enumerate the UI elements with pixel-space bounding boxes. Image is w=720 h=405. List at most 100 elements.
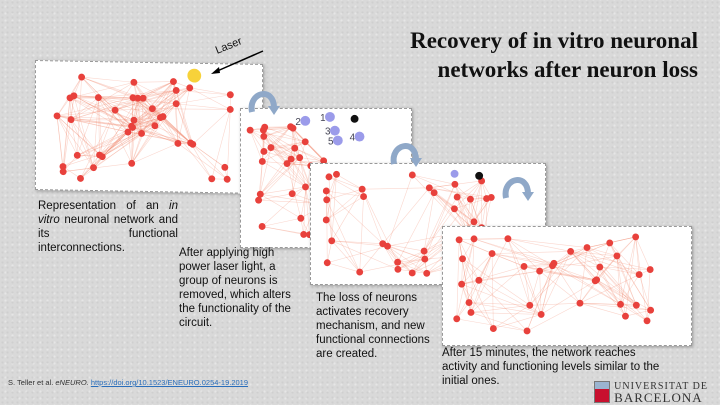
connection bbox=[260, 157, 300, 195]
connection bbox=[473, 180, 482, 222]
connection bbox=[397, 250, 425, 270]
connection bbox=[461, 258, 463, 285]
neuron bbox=[465, 299, 473, 306]
connection bbox=[77, 97, 99, 156]
connection bbox=[570, 251, 600, 268]
connection bbox=[397, 250, 425, 263]
connection bbox=[133, 81, 174, 83]
connection bbox=[131, 133, 142, 164]
connection bbox=[523, 266, 542, 315]
connection bbox=[131, 103, 177, 164]
connection bbox=[133, 103, 177, 121]
connection bbox=[570, 251, 596, 282]
connection bbox=[98, 97, 156, 126]
connection bbox=[454, 184, 471, 200]
neuron bbox=[643, 317, 651, 325]
connection bbox=[142, 81, 174, 99]
connection bbox=[361, 189, 398, 263]
connection bbox=[152, 108, 231, 110]
connection bbox=[270, 141, 306, 148]
connection bbox=[270, 147, 288, 164]
connection bbox=[56, 115, 64, 167]
connection bbox=[635, 236, 648, 321]
caption-initial: Representation of an in vitro neuronal n… bbox=[38, 199, 178, 255]
neuron bbox=[159, 113, 167, 121]
marker-dot bbox=[475, 171, 484, 180]
neuron bbox=[59, 163, 67, 170]
connection bbox=[461, 270, 540, 285]
connection bbox=[263, 151, 306, 188]
connection bbox=[461, 253, 493, 285]
connection bbox=[625, 309, 651, 317]
connection bbox=[387, 245, 425, 260]
removed-neuron bbox=[332, 135, 343, 146]
connection bbox=[429, 187, 487, 199]
connection bbox=[616, 255, 637, 306]
connection bbox=[456, 253, 493, 319]
connection bbox=[70, 119, 94, 168]
connection bbox=[76, 77, 82, 156]
connection bbox=[132, 125, 155, 128]
connection bbox=[291, 141, 306, 194]
connection bbox=[270, 147, 295, 149]
neuron bbox=[169, 78, 177, 86]
connection bbox=[305, 186, 310, 235]
connection bbox=[596, 279, 637, 306]
neuron bbox=[360, 193, 368, 200]
connection bbox=[387, 174, 413, 247]
connection bbox=[459, 238, 508, 241]
connection bbox=[470, 253, 493, 313]
connection bbox=[331, 240, 399, 270]
connection bbox=[586, 247, 618, 257]
connection bbox=[141, 98, 144, 134]
connection bbox=[570, 236, 636, 252]
connection bbox=[131, 125, 156, 164]
connection bbox=[260, 161, 263, 195]
neuron bbox=[322, 187, 330, 195]
connection bbox=[81, 76, 134, 99]
connection bbox=[132, 81, 174, 99]
connection bbox=[596, 279, 626, 317]
connection bbox=[423, 192, 435, 252]
connection bbox=[62, 166, 81, 179]
neuron bbox=[467, 309, 475, 316]
reference-journal: eNEURO. bbox=[55, 378, 89, 387]
connection bbox=[454, 208, 482, 228]
neuron bbox=[483, 195, 491, 203]
neuron bbox=[458, 280, 466, 288]
connection bbox=[305, 141, 324, 162]
neuron bbox=[322, 216, 330, 224]
connection bbox=[131, 81, 174, 127]
connection bbox=[70, 119, 133, 128]
connection bbox=[262, 141, 306, 162]
neuron bbox=[111, 106, 119, 114]
connection bbox=[609, 236, 636, 244]
reference-link[interactable]: https://doi.org/10.1523/ENEURO.0254-19.2… bbox=[90, 378, 249, 387]
connection bbox=[73, 95, 132, 127]
connection bbox=[133, 108, 153, 121]
connection bbox=[63, 163, 132, 172]
connection bbox=[73, 95, 99, 98]
connection bbox=[586, 247, 637, 306]
connection bbox=[114, 109, 142, 134]
connection bbox=[540, 265, 553, 315]
connection bbox=[62, 97, 71, 167]
connection bbox=[154, 125, 191, 144]
connection bbox=[249, 129, 272, 148]
neuron bbox=[301, 138, 309, 146]
connection bbox=[470, 305, 530, 313]
connection bbox=[260, 163, 288, 195]
reference-authors: S. Teller et al. bbox=[8, 378, 56, 387]
connection bbox=[539, 271, 542, 315]
connection bbox=[263, 129, 292, 160]
removed-neuron-label: 4 bbox=[350, 133, 356, 144]
connection bbox=[99, 117, 161, 156]
neuron bbox=[455, 236, 463, 244]
connection bbox=[133, 82, 142, 134]
neuron bbox=[260, 148, 268, 155]
connection bbox=[326, 188, 363, 221]
connection bbox=[73, 95, 134, 99]
neuron bbox=[246, 126, 254, 134]
connection bbox=[152, 81, 174, 109]
neuron bbox=[172, 86, 180, 94]
